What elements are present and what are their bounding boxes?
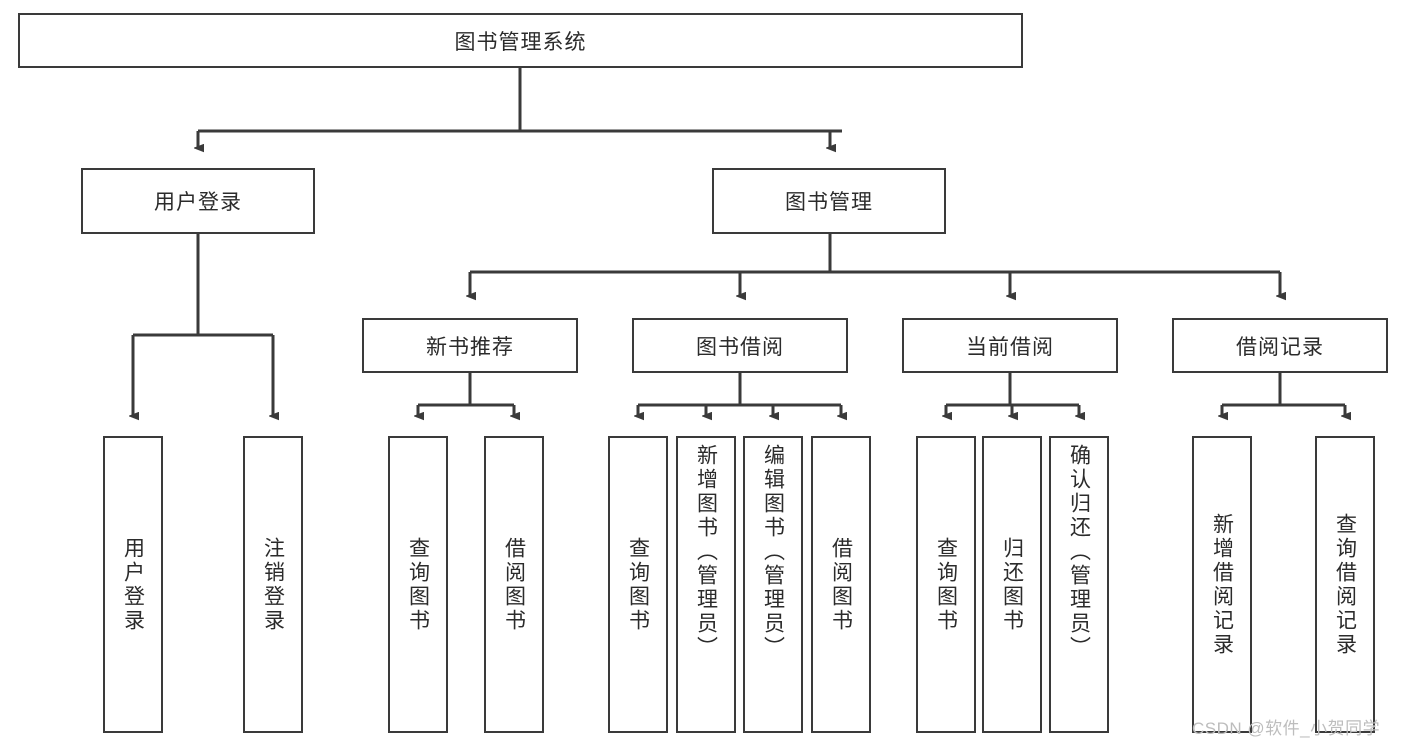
node-borrow-records-label: 借阅记录 [1236,335,1324,359]
node-user-login[interactable]: 用户登录 [81,168,315,234]
watermark-text: CSDN @软件_小贺同学 [1192,719,1381,738]
node-book-borrow-label: 图书借阅 [696,335,784,359]
node-leaf-user-login-label: 用户登录 [121,536,145,633]
node-leaf-return-book[interactable]: 归还图书 [982,436,1042,733]
node-leaf-edit-book[interactable]: 编辑图书（管理员） [743,436,803,733]
node-new-book-recommend-label: 新书推荐 [426,335,514,359]
node-new-book-recommend[interactable]: 新书推荐 [362,318,578,373]
node-current-borrow[interactable]: 当前借阅 [902,318,1118,373]
node-leaf-query-book-borrow[interactable]: 查询图书 [608,436,668,733]
node-leaf-edit-book-label: 编辑图书（管理员） [761,444,785,660]
node-root[interactable]: 图书管理系统 [18,13,1023,68]
node-book-management[interactable]: 图书管理 [712,168,946,234]
node-leaf-add-borrow-record[interactable]: 新增借阅记录 [1192,436,1252,733]
node-leaf-add-book[interactable]: 新增图书（管理员） [676,436,736,733]
node-leaf-borrow-book-label: 借阅图书 [829,536,853,633]
node-leaf-confirm-return[interactable]: 确认归还（管理员） [1049,436,1109,733]
node-leaf-query-book-borrow-label: 查询图书 [626,536,650,633]
node-leaf-logout[interactable]: 注销登录 [243,436,303,733]
node-user-login-label: 用户登录 [154,191,242,214]
node-leaf-user-login[interactable]: 用户登录 [103,436,163,733]
node-root-label: 图书管理系统 [454,30,587,54]
node-book-management-label: 图书管理 [785,191,873,214]
node-borrow-records[interactable]: 借阅记录 [1172,318,1388,373]
node-current-borrow-label: 当前借阅 [966,335,1054,359]
node-leaf-query-book-recommend-label: 查询图书 [406,536,430,633]
node-leaf-borrow-book[interactable]: 借阅图书 [811,436,871,733]
node-book-borrow[interactable]: 图书借阅 [632,318,848,373]
node-leaf-logout-label: 注销登录 [261,536,285,633]
node-leaf-query-book-current[interactable]: 查询图书 [916,436,976,733]
node-leaf-confirm-return-label: 确认归还（管理员） [1067,444,1091,660]
node-leaf-query-borrow-record[interactable]: 查询借阅记录 [1315,436,1375,733]
node-leaf-query-book-recommend[interactable]: 查询图书 [388,436,448,733]
node-leaf-add-book-label: 新增图书（管理员） [694,444,718,660]
node-leaf-borrow-book-recommend[interactable]: 借阅图书 [484,436,544,733]
node-leaf-query-book-current-label: 查询图书 [934,536,958,633]
node-leaf-query-borrow-record-label: 查询借阅记录 [1333,512,1357,657]
node-leaf-add-borrow-record-label: 新增借阅记录 [1210,512,1234,657]
node-leaf-borrow-book-recommend-label: 借阅图书 [502,536,526,633]
node-leaf-return-book-label: 归还图书 [1000,536,1024,633]
